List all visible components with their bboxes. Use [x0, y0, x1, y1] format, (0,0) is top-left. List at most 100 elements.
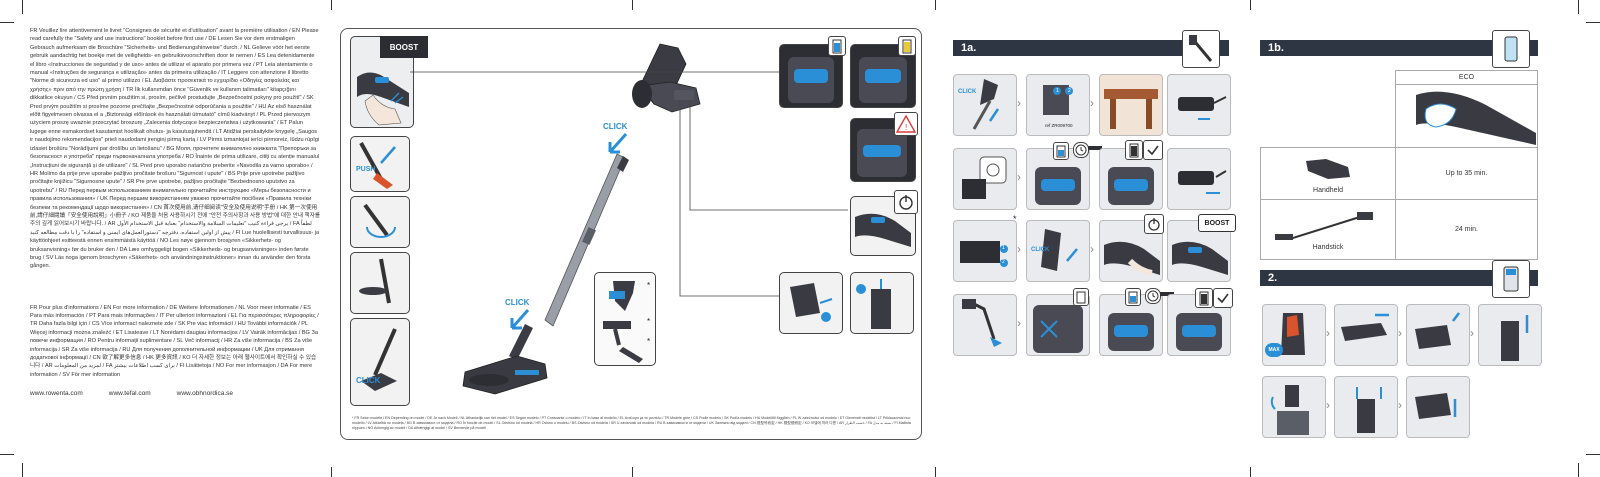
dustbin-open-illustration	[856, 279, 891, 329]
boost-trigger-illustration	[1172, 241, 1228, 275]
assembly-panel	[340, 28, 922, 440]
spacer-cell	[1261, 85, 1396, 148]
chevron-right-icon: ›	[1090, 242, 1094, 256]
crop-mark	[331, 467, 332, 477]
chevron-right-icon: ›	[1326, 398, 1330, 412]
full-dustbin-illustration	[1281, 313, 1305, 355]
handheld-runtime: Up to 35 min.	[1395, 147, 1538, 200]
battery-charging-icon	[1053, 142, 1069, 160]
battery-low-dock-illustration	[1033, 305, 1083, 353]
step-1a-row4-cell1	[953, 294, 1017, 356]
step-1a-row2-cell1	[953, 148, 1017, 210]
chevron-right-icon: ›	[1017, 242, 1021, 256]
step-1a-row1-cell4	[1167, 74, 1231, 136]
section-1a-title: 1a.	[961, 42, 977, 54]
handheld-vacuum-illustration	[632, 43, 701, 113]
obhnordica-link[interactable]: www.obhnordica.se	[176, 390, 234, 397]
step-number: 2	[1002, 259, 1005, 265]
chevron-right-icon: ›	[1398, 398, 1402, 412]
rotate-illustration	[363, 203, 396, 238]
section-1b-header: 1b.	[1260, 40, 1538, 56]
chevron-right-icon: ›	[1017, 316, 1021, 330]
reinsert-cyclone-illustration	[1356, 387, 1382, 433]
step-number: 1	[1056, 88, 1059, 94]
charging-dock-illustration	[1176, 313, 1222, 351]
tefal-link[interactable]: www.tefal.com	[108, 390, 151, 397]
boost-badge: BOOST	[380, 36, 428, 58]
step-1a-row1-cell3	[1099, 74, 1163, 136]
section-2-title: 2.	[1268, 272, 1278, 284]
click-label: CLICK	[1031, 247, 1050, 253]
step-2-row1-cell4	[1478, 304, 1542, 366]
reattach-dustbin-illustration	[1415, 393, 1457, 419]
svg-text:!: !	[905, 123, 907, 132]
step-number: 2	[1068, 88, 1071, 94]
detach-dustbin-illustration	[1341, 313, 1389, 341]
chevron-right-icon: ›	[1090, 96, 1094, 110]
crop-mark	[1586, 454, 1600, 455]
crop-mark	[22, 463, 23, 477]
step-1a-row3-cell3	[1099, 220, 1163, 282]
step-2-row2-cell2	[1334, 376, 1398, 438]
floor-brush-illustration	[462, 324, 548, 395]
handstick-vacuum-illustration	[962, 299, 1002, 347]
click-label: CLICK	[356, 376, 381, 385]
more-info-paragraph: FR Pour plus d'informations / EN For mor…	[30, 304, 319, 378]
handstick-row-label-cell: Handstick	[1260, 199, 1396, 260]
empty-header-cell	[1261, 71, 1396, 85]
rowenta-link[interactable]: www.rowenta.com	[30, 390, 83, 397]
dustbin-release-frame	[779, 272, 843, 334]
power-icon	[894, 190, 918, 214]
attach-step-frame	[350, 252, 410, 314]
table-illustration	[1104, 89, 1158, 129]
crop-mark	[632, 467, 633, 477]
chevron-right-icon: ›	[1326, 326, 1330, 340]
crop-mark	[1578, 0, 1579, 14]
step-1a-row2-cell4	[1167, 148, 1231, 210]
arrow-right-icon	[1160, 292, 1174, 296]
wall-mount-illustration	[1043, 85, 1073, 115]
handstick-label: Handstick	[1312, 244, 1344, 251]
unplug-charger-illustration	[1178, 170, 1227, 194]
crop-mark	[632, 0, 633, 10]
brush-click-frame	[350, 318, 410, 406]
optional-marker: *	[647, 281, 651, 290]
section-2-header: 2.	[1260, 270, 1538, 286]
chevron-right-icon: ›	[1470, 326, 1474, 340]
rotate-step-frame	[350, 196, 410, 248]
handstick-icon	[1275, 212, 1373, 240]
model-footnote: * FR Selon modèle / EN Depending on mode…	[352, 416, 911, 430]
section-1a-header: 1a.	[953, 40, 1229, 56]
handheld-label: Handheld	[1313, 187, 1343, 194]
power-on-illustration	[855, 213, 911, 247]
remove-dustbin-illustration	[1415, 312, 1460, 349]
step-2-row2-cell3	[1406, 376, 1470, 438]
max-level-badge: MAX	[1265, 343, 1283, 357]
handheld-icon	[1306, 159, 1350, 179]
battery-full-icon	[1195, 288, 1213, 308]
accessories-frame: * * *	[594, 272, 656, 366]
eco-illustration-cell	[1395, 84, 1538, 148]
brush-click-illustration	[361, 328, 397, 391]
arrow-right-icon	[1088, 146, 1102, 150]
eco-trigger-illustration	[1416, 91, 1536, 145]
step-2-row1-cell3	[1406, 304, 1470, 366]
attach-illustration	[359, 258, 391, 304]
dustbin-icon	[1492, 260, 1530, 298]
click-label: CLICK	[603, 122, 628, 131]
boost-badge: BOOST	[1198, 214, 1236, 232]
battery-charging-icon	[1125, 288, 1141, 306]
crop-mark	[0, 22, 14, 23]
dustbin-open-frame	[850, 272, 914, 334]
battery-charging-icon	[828, 36, 846, 56]
battery-full-icon	[898, 36, 916, 56]
warning-dock-illustration	[857, 129, 907, 177]
checkmark-icon	[1213, 288, 1233, 308]
step-1a-row1-cell2: ref ZR009700 1 2	[1026, 74, 1090, 136]
more-information-text: FR Pour plus d'informations / EN For mor…	[30, 298, 320, 385]
dustbin-release-illustration	[790, 283, 833, 322]
step-1a-row4-cell2	[1026, 294, 1090, 356]
runtime-table: ECO Handheld Up to 35 min. Handstick 24 …	[1260, 70, 1538, 260]
clock-icon	[1145, 288, 1161, 304]
step-1a-row3-cell2: CLICK	[1026, 220, 1090, 282]
